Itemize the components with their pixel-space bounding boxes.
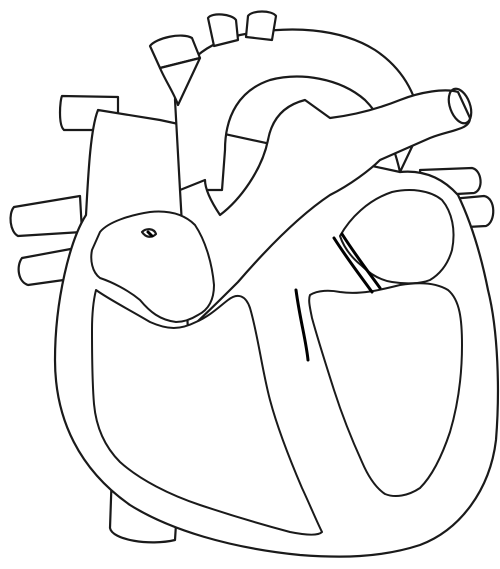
aortic-branch-1 <box>208 14 238 46</box>
left-middle-vessel <box>11 196 82 236</box>
aortic-branch-2 <box>246 12 276 41</box>
